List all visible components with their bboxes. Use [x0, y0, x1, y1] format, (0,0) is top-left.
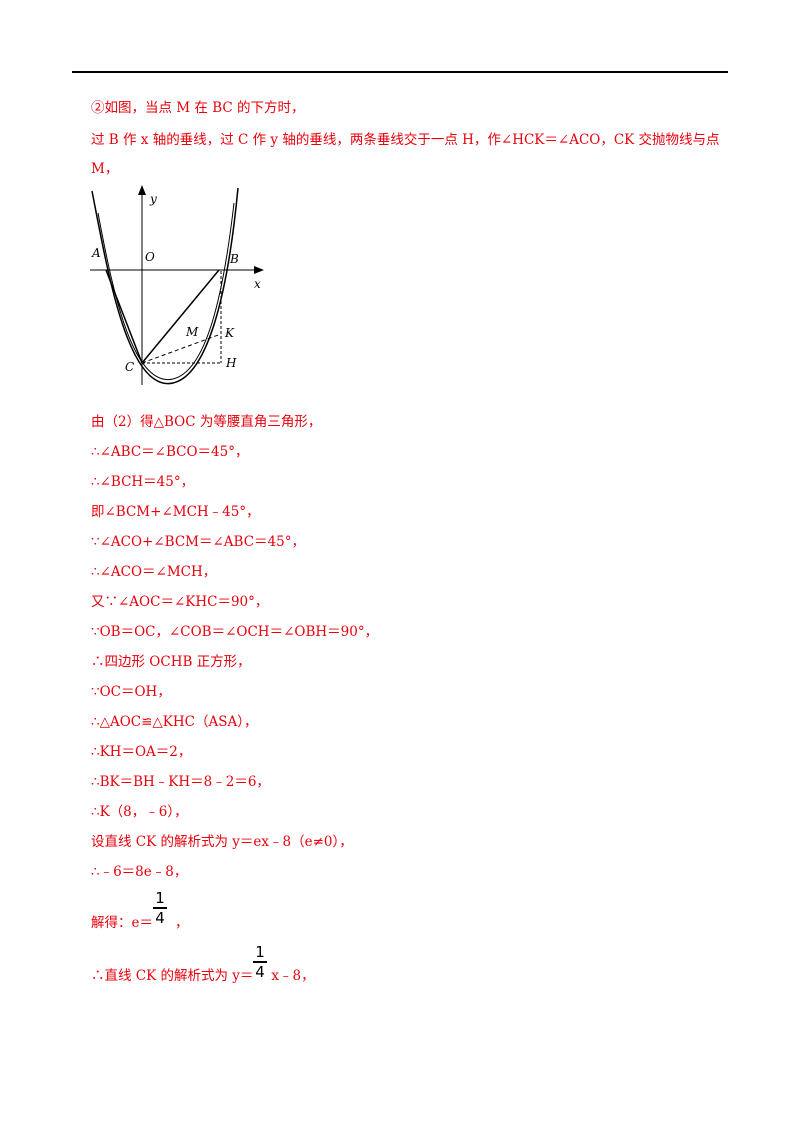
label-C: C	[125, 360, 135, 374]
text-line: M，	[91, 161, 119, 177]
fraction-numerator: 1	[155, 889, 165, 907]
label-A: A	[92, 246, 101, 260]
text-line: ∴∠ABC＝∠BCO＝45°，	[91, 444, 249, 460]
text-line: ∴∠BCH＝45°，	[91, 474, 195, 490]
text-line: ∵OB＝OC，∠COB＝∠OCH＝∠OBH＝90°，	[91, 624, 379, 640]
label-O: O	[145, 250, 155, 264]
text-line: ∴直线 CK 的解析式为 y＝ x﹣8，	[91, 966, 315, 986]
text-segment: x﹣8，	[271, 968, 315, 984]
x-axis-arrow	[254, 266, 264, 274]
text-line: ∴﹣6＝8e﹣8，	[91, 864, 188, 880]
text-line: ∵∠ACO+∠BCM＝∠ABC＝45°，	[91, 534, 305, 550]
segment-BC	[141, 269, 220, 364]
text-line: ∵OC＝OH，	[91, 684, 171, 700]
text-segment: ，	[175, 915, 189, 931]
text-line: ∴△AOC≌△KHC（ASA），	[91, 714, 258, 730]
text-segment: ∴直线 CK 的解析式为 y＝	[91, 968, 254, 984]
text-line: ∴四边形 OCHB 正方形，	[91, 654, 251, 670]
text-line: ②如图，当点 M 在 BC 的下方时，	[91, 100, 305, 116]
text-line: ∴K（8，﹣6），	[91, 804, 188, 820]
fraction-denominator: 4	[155, 908, 165, 927]
text-line: 解得：e＝ ，	[91, 913, 189, 933]
text-line: ∴KH＝OA＝2，	[91, 744, 192, 760]
fraction-denominator: 4	[255, 962, 265, 981]
text-line: ∴∠ACO＝∠MCH，	[91, 564, 217, 580]
segment-AC	[105, 269, 143, 364]
parabola-curve	[91, 187, 239, 385]
text-line: 由（2）得△BOC 为等腰直角三角形，	[91, 414, 322, 430]
label-y: y	[150, 192, 157, 206]
fraction-one-quarter: 1 4	[153, 890, 167, 926]
parabola-figure	[90, 185, 264, 385]
text-line: ∴BK＝BH﹣KH＝8﹣2＝6，	[91, 774, 270, 790]
header-rule	[72, 71, 728, 73]
text-line: 即∠BCM+∠MCH﹣45°，	[91, 504, 260, 520]
label-x: x	[254, 277, 261, 291]
text-line: 设直线 CK 的解析式为 y＝ex﹣8（e≠0），	[91, 834, 353, 850]
parabola-curve-inner	[97, 202, 235, 380]
label-M: M	[186, 325, 199, 339]
text-line: 过 B 作 x 轴的垂线，过 C 作 y 轴的垂线，两条垂线交于一点 H，作∠H…	[91, 132, 720, 148]
label-B: B	[230, 252, 239, 266]
text-segment: 解得：e＝	[91, 915, 153, 931]
segment-CK	[141, 333, 222, 364]
label-H: H	[226, 356, 237, 370]
fraction-numerator: 1	[255, 943, 265, 961]
y-axis-arrow	[138, 185, 146, 195]
label-K: K	[225, 326, 234, 340]
fraction-one-quarter: 1 4	[253, 944, 267, 980]
text-line: 又∵∠AOC＝∠KHC＝90°，	[91, 594, 269, 610]
